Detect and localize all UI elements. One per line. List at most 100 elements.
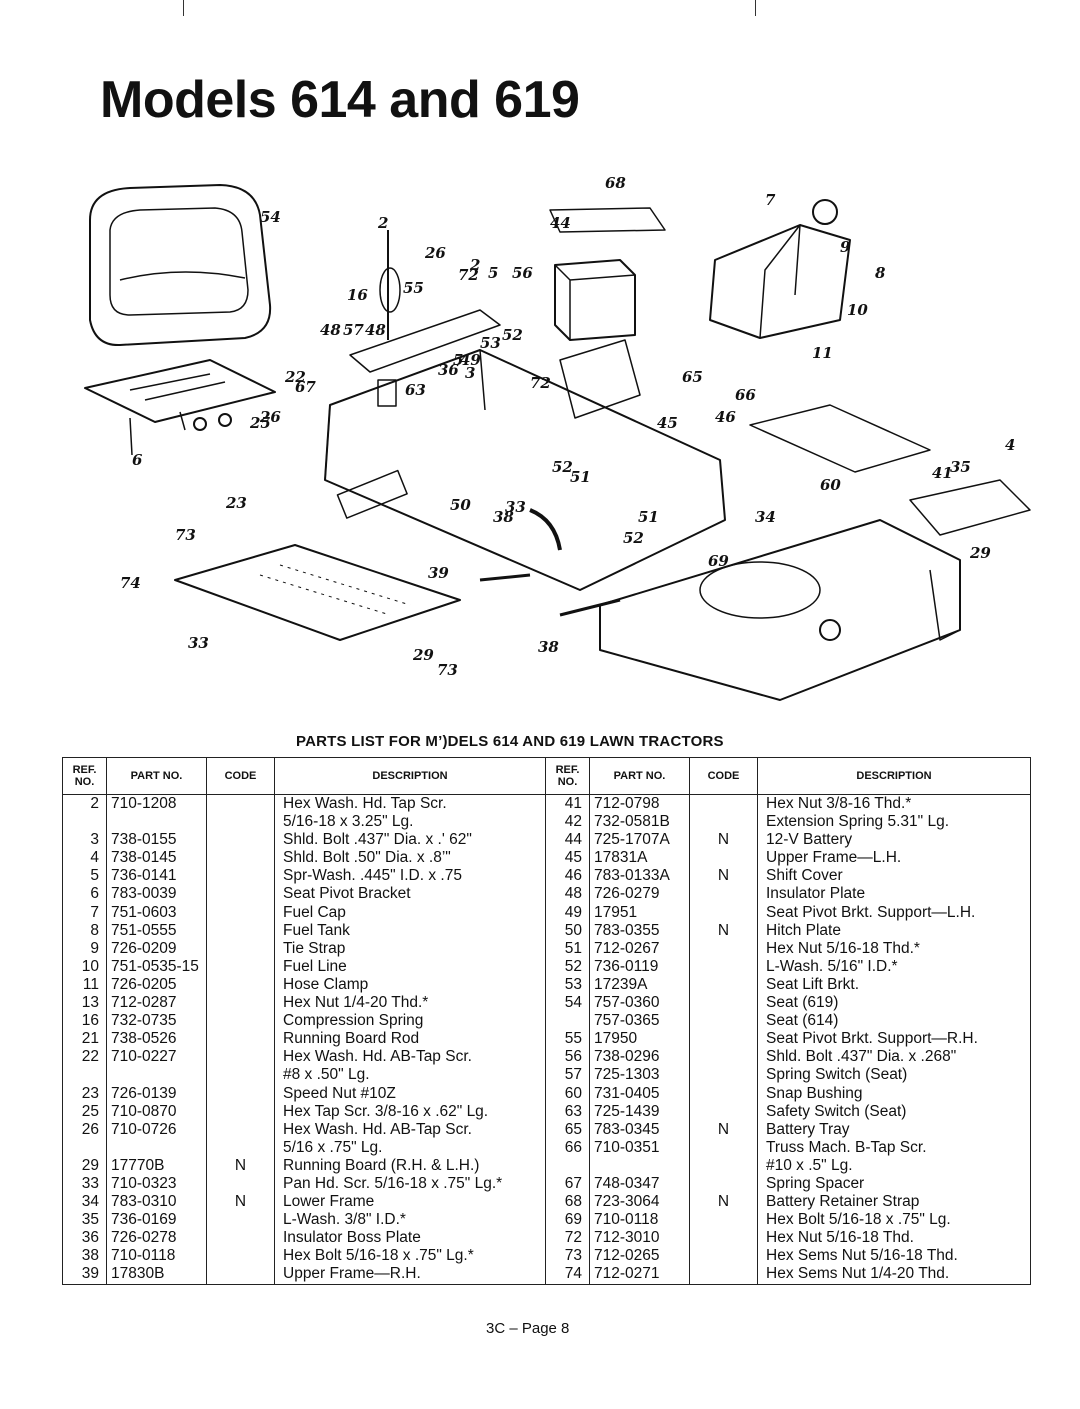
code-cell bbox=[206, 1211, 275, 1230]
callout-label: 33 bbox=[188, 634, 209, 652]
description-cell: Hex Nut 3/8-16 Thd.* bbox=[757, 794, 1031, 814]
description-cell: Fuel Tank bbox=[274, 921, 546, 940]
part-no-cell: 751-0535-15 bbox=[106, 957, 207, 976]
code-cell bbox=[206, 867, 275, 886]
part-no-cell: 783-0133A bbox=[589, 867, 690, 886]
part-no-cell: 710-0118 bbox=[106, 1247, 207, 1266]
callout-label: 26 bbox=[424, 244, 446, 262]
part-no-cell: 17950 bbox=[589, 1030, 690, 1049]
ref-no-cell: 29 bbox=[62, 1156, 107, 1175]
description-cell: Hex Wash. Hd. AB-Tap Scr. bbox=[274, 1120, 546, 1139]
ref-no-cell: 51 bbox=[545, 939, 590, 958]
callout-label: 2 bbox=[469, 256, 480, 274]
code-cell bbox=[206, 1229, 275, 1248]
callout-label: 29 bbox=[969, 544, 991, 562]
code-cell bbox=[689, 1084, 758, 1103]
callout-label: 48 bbox=[320, 321, 341, 339]
description-cell: Hex Wash. Hd. AB-Tap Scr. bbox=[274, 1048, 546, 1067]
part-no-cell: 738-0296 bbox=[589, 1048, 690, 1067]
code-cell bbox=[689, 957, 758, 976]
callout-label: 2 bbox=[377, 214, 388, 232]
ref-no-cell: 42 bbox=[545, 813, 590, 832]
ref-no-cell: 23 bbox=[62, 1084, 107, 1103]
code-cell bbox=[206, 1084, 275, 1103]
ref-no-cell: 54 bbox=[545, 994, 590, 1013]
callout-label: 56 bbox=[512, 264, 533, 282]
description-header: DESCRIPTION bbox=[757, 757, 1031, 795]
code-cell bbox=[689, 849, 758, 868]
code-cell bbox=[689, 903, 758, 922]
ref-no-cell: 53 bbox=[545, 975, 590, 995]
callout-label: 45 bbox=[657, 414, 678, 432]
description-cell: Extension Spring 5.31" Lg. bbox=[757, 813, 1031, 832]
description-cell: 5/16-18 x 3.25" Lg. bbox=[274, 813, 546, 832]
code-cell bbox=[206, 957, 275, 976]
callout-label: 63 bbox=[405, 381, 426, 399]
part-no-cell: 725-1707A bbox=[589, 831, 690, 850]
callout-label: 35 bbox=[950, 458, 971, 476]
ref-no-cell: 73 bbox=[545, 1247, 590, 1266]
ref-no-cell: 34 bbox=[62, 1193, 107, 1212]
fuel-tank-drawing bbox=[709, 224, 851, 339]
part-no-cell: 748-0347 bbox=[589, 1174, 690, 1194]
code-cell bbox=[689, 1030, 758, 1049]
code-cell bbox=[689, 939, 758, 958]
callout-label: 9 bbox=[840, 238, 851, 256]
description-cell: Hex Bolt 5/16-18 x .75" Lg. bbox=[757, 1211, 1031, 1230]
callout-label: 38 bbox=[538, 638, 559, 656]
exploded-parts-diagram: 68 7 54 2 26 2 5 56 72 16 55 44 9 8 48 5… bbox=[60, 160, 1040, 720]
part-no-cell bbox=[589, 1156, 690, 1175]
ref-no-cell: 6 bbox=[62, 885, 107, 904]
part-no-cell: 710-0726 bbox=[106, 1120, 207, 1139]
ref-no-cell: 9 bbox=[62, 939, 107, 958]
code-cell bbox=[206, 1120, 275, 1139]
description-cell: Snap Bushing bbox=[757, 1084, 1031, 1103]
code-cell bbox=[689, 1102, 758, 1121]
code-cell bbox=[206, 1066, 275, 1085]
ref-no-cell: 5 bbox=[62, 867, 107, 886]
part-no-cell: 738-0155 bbox=[106, 831, 207, 850]
code-cell bbox=[206, 994, 275, 1013]
ref-no-header: REF. NO. bbox=[545, 757, 590, 795]
code-cell bbox=[206, 813, 275, 832]
callout-label: 48 bbox=[365, 321, 386, 339]
upper-frame-drawing bbox=[324, 349, 726, 591]
ref-no-cell: 68 bbox=[545, 1193, 590, 1212]
ref-no-cell: 16 bbox=[62, 1012, 107, 1031]
part-no-cell bbox=[106, 1138, 207, 1157]
part-no-cell: 783-0310 bbox=[106, 1193, 207, 1212]
ref-no-cell: 57 bbox=[545, 1066, 590, 1085]
part-no-cell: 712-3010 bbox=[589, 1229, 690, 1248]
parts-list-title: PARTS LIST FOR M’)DELS 614 AND 619 LAWN … bbox=[296, 733, 724, 750]
ref-no-cell: 22 bbox=[62, 1048, 107, 1067]
ref-no-cell: 67 bbox=[545, 1174, 590, 1194]
part-no-cell: 736-0119 bbox=[589, 957, 690, 976]
parts-list-table: REF. NO. PART NO. CODE DESCRIPTION REF. … bbox=[62, 757, 1031, 1285]
page-title: Models 614 and 619 bbox=[100, 71, 580, 129]
code-cell: N bbox=[689, 831, 758, 850]
description-cell: Hex Sems Nut 5/16-18 Thd. bbox=[757, 1247, 1031, 1266]
part-no-cell: 732-0735 bbox=[106, 1012, 207, 1031]
ref-no-cell bbox=[545, 1156, 590, 1175]
callout-label: 16 bbox=[347, 286, 368, 304]
scan-tick-mark bbox=[755, 0, 756, 16]
callout-label: 23 bbox=[225, 494, 247, 512]
description-cell: Truss Mach. B-Tap Scr. bbox=[757, 1138, 1031, 1157]
description-cell: Seat Pivot Brkt. Support—R.H. bbox=[757, 1030, 1031, 1049]
part-no-cell: 736-0141 bbox=[106, 867, 207, 886]
description-cell: Hex Tap Scr. 3/8-16 x .62" Lg. bbox=[274, 1102, 546, 1121]
description-cell: Insulator Boss Plate bbox=[274, 1229, 546, 1248]
part-no-cell: 726-0209 bbox=[106, 939, 207, 958]
